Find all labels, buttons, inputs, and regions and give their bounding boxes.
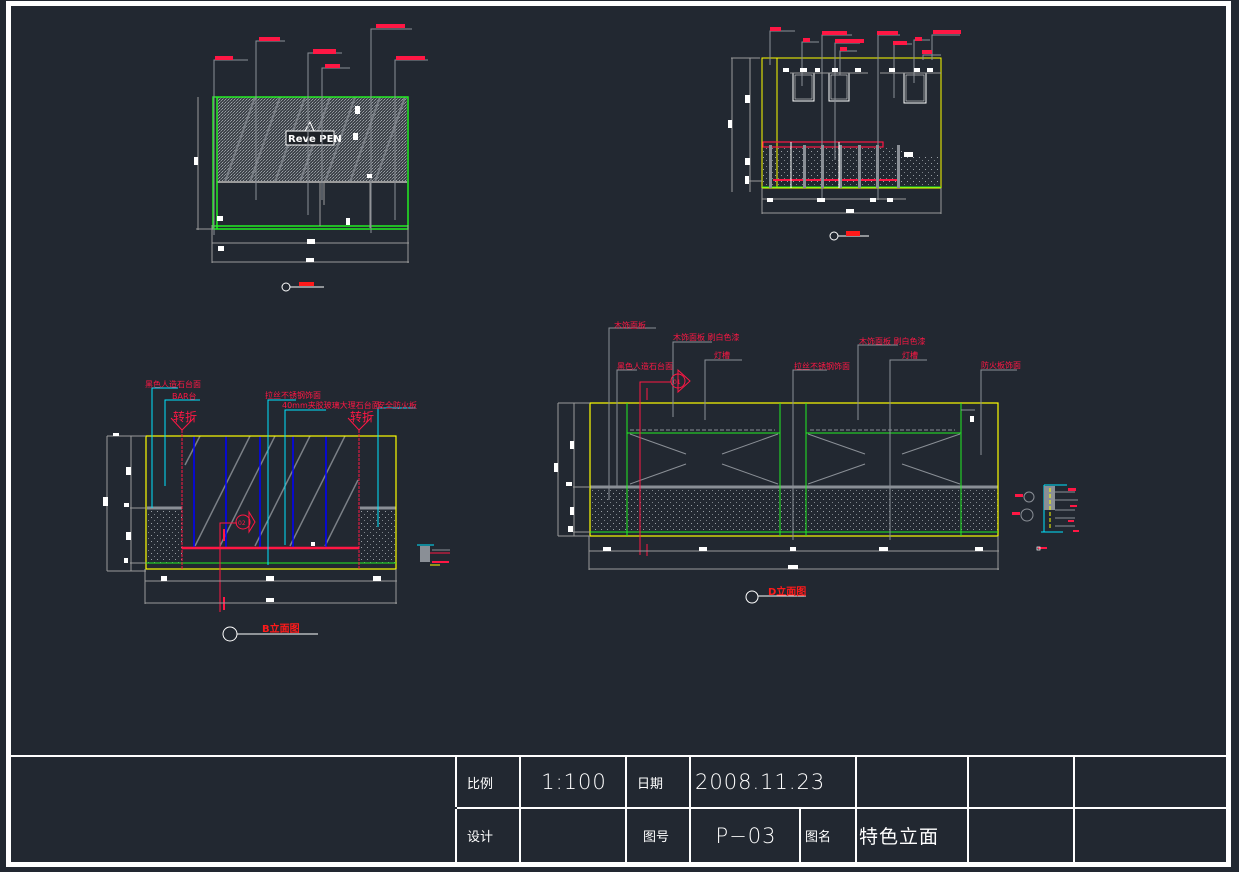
leader-lines [151,387,416,565]
view-title-b: B立面图 [222,622,318,642]
cross-bracing [629,433,961,485]
svg-text:木饰面板: 木饰面板 [614,320,646,330]
date-value: 2008.11.23 [695,770,826,794]
drawing-no-label-cell: 图号 [625,809,691,862]
light-fixtures [792,72,927,104]
svg-text:防火板饰面: 防火板饰面 [981,360,1021,370]
elevation-top-left: Reve PEN [194,24,428,292]
elevation-d: 木饰面板 木饰面板 刷白色漆 黑色人造石台面 灯槽 拉丝不锈钢饰面 木饰面板 刷… [554,320,1079,604]
detail-section-large [1012,484,1079,551]
view-title-marker [829,231,869,241]
scale-label-cell: 比例 [455,757,521,807]
break-symbols [170,417,372,431]
design-value-cell [519,809,627,862]
date-label-cell: 日期 [625,757,691,807]
svg-text:黑色人造石台面: 黑色人造石台面 [617,361,673,371]
scale-value: 1:100 [541,770,607,794]
drawing-name-value-cell: 特色立面 [855,809,969,862]
break-label: 转折 [173,409,197,424]
svg-text:40mm夹胶玻璃大理石台面: 40mm夹胶玻璃大理石台面 [282,400,380,410]
svg-text:灯槽: 灯槽 [902,350,918,360]
empty-cell [967,809,1075,862]
scale-value-cell: 1:100 [519,757,627,807]
annotation-tags [215,24,425,68]
elevation-b: 黑色人造石台面 BAR台 拉丝不锈钢饰面 40mm夹胶玻璃大理石台面 安全防火板… [103,379,450,642]
section-callout-01: 01 [639,368,691,556]
empty-cell [855,757,969,807]
annotations: 黑色人造石台面 BAR台 拉丝不锈钢饰面 40mm夹胶玻璃大理石台面 安全防火板… [145,379,417,424]
drawing-frame [6,1,1231,867]
break-label: 转折 [350,409,374,424]
date-value-cell: 2008.11.23 [689,757,857,807]
svg-text:BAR台: BAR台 [172,391,197,401]
empty-cell [1073,757,1231,807]
view-title-marker [281,282,324,292]
svg-text:安全防火板: 安全防火板 [377,400,417,410]
glass-frames [193,436,327,548]
svg-text:拉丝不锈钢饰面: 拉丝不锈钢饰面 [265,390,321,400]
panel-frames [626,403,962,536]
empty-cell [967,757,1075,807]
dimension-values [194,106,372,262]
drawing-number: P−03 [715,823,777,848]
detail-section-small [417,544,450,566]
svg-text:木饰面板 刷白色漆: 木饰面板 刷白色漆 [673,332,740,342]
empty-cell [1073,809,1231,862]
svg-text:黑色人造石台面: 黑色人造石台面 [145,379,201,389]
svg-text:灯槽: 灯槽 [714,350,730,360]
drawing-name: 特色立面 [859,826,940,848]
dimension-values [103,433,381,602]
dimension-values [728,68,933,213]
view-title-d: D立面图 [745,585,806,604]
title-block-top-border [11,755,1231,757]
title-block-row-divider [457,807,1231,809]
drawing-name-label-cell: 图名 [799,809,857,862]
view-title: B立面图 [262,622,300,635]
drawing-no-value-cell: P−03 [689,809,801,862]
svg-text:拉丝不锈钢饰面: 拉丝不锈钢饰面 [794,361,850,371]
svg-text:木饰面板 刷白色漆: 木饰面板 刷白色漆 [859,336,926,346]
dimension-values [554,416,983,569]
annotation-tags [770,27,961,54]
elevation-top-right [728,27,961,241]
annotations: 木饰面板 木饰面板 刷白色漆 黑色人造石台面 灯槽 拉丝不锈钢饰面 木饰面板 刷… [614,320,1021,371]
logo-text: Reve PEN [288,134,342,145]
svg-text:02: 02 [238,520,246,527]
design-label-cell: 设计 [455,809,521,862]
view-title: D立面图 [768,585,806,598]
svg-text:01: 01 [673,379,681,386]
leader-lines [608,327,1017,540]
glass-hatch [184,435,359,547]
title-block: 比例 1:100 日期 2008.11.23 设计 图号 P−03 图名 特色立… [11,755,1231,862]
outline-green [212,96,409,230]
